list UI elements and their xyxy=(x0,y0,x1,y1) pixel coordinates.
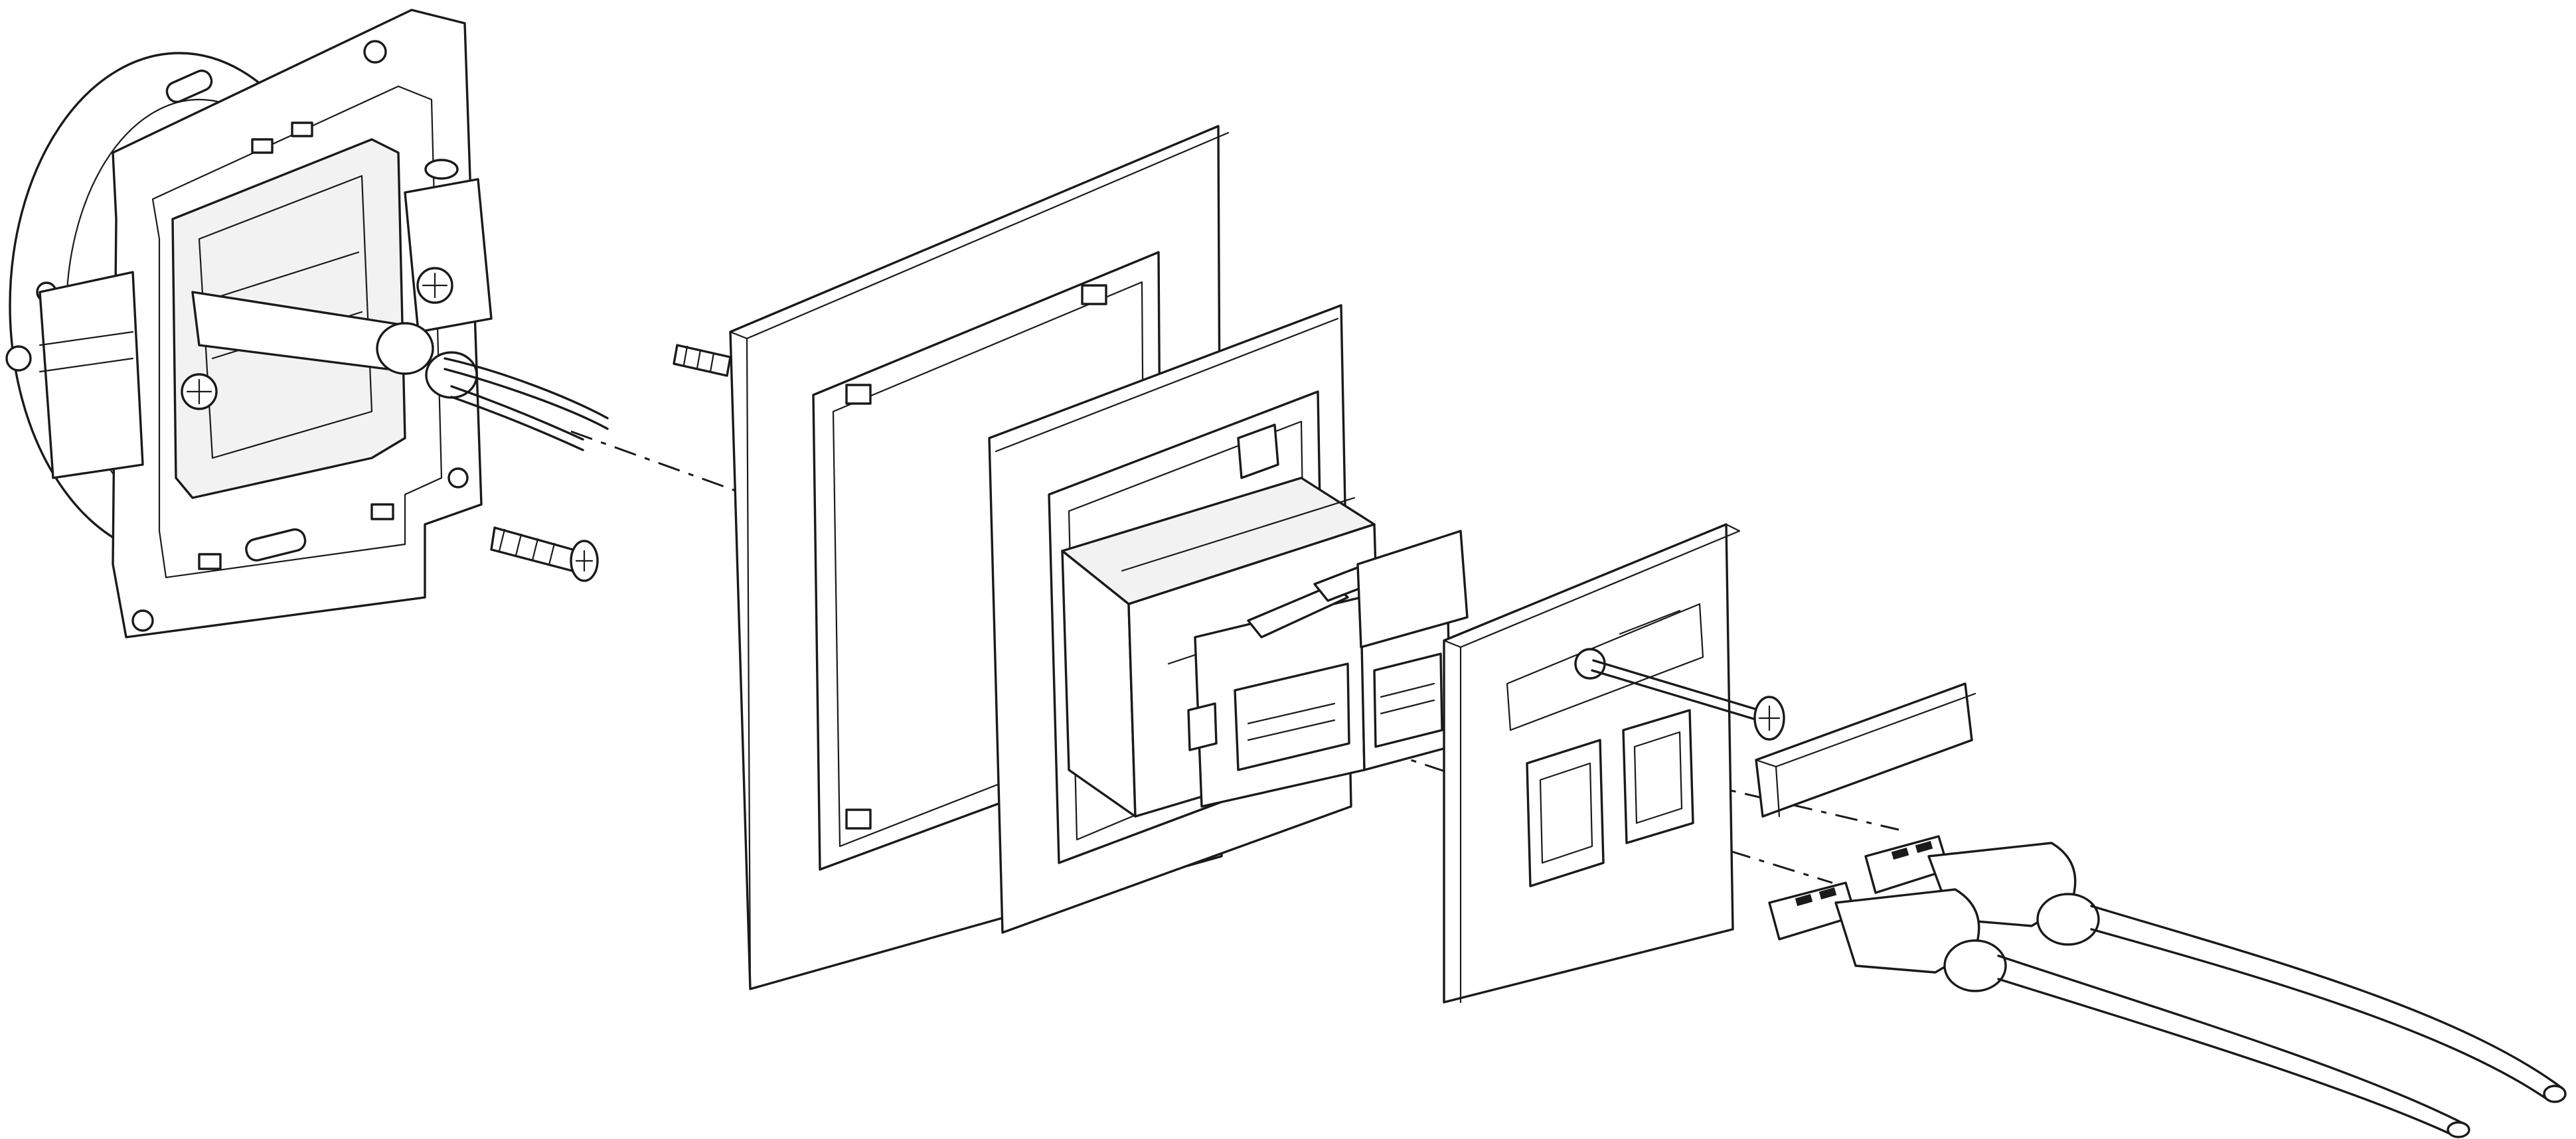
frame-tab xyxy=(251,138,274,154)
fixing-screw-short xyxy=(673,344,732,377)
plate-screw xyxy=(1591,659,1785,741)
wire-upper xyxy=(443,357,609,419)
label-strip xyxy=(1755,682,1976,818)
front-plate xyxy=(1443,523,1741,1004)
wire-lower xyxy=(450,385,584,441)
usb-cable-upper xyxy=(2090,905,2564,1090)
box-ear-left xyxy=(5,345,32,372)
claw-right xyxy=(404,178,493,333)
fixing-screw-long xyxy=(490,526,599,582)
frame-hole-bottom xyxy=(131,609,154,632)
usb-cable-lower xyxy=(1997,954,2468,1126)
metal-frame-opening xyxy=(151,85,443,579)
latch-clip-left xyxy=(1247,583,1349,639)
usb-plug-lower-strain-relief xyxy=(1943,939,2007,992)
usb-module-pair xyxy=(1061,477,1469,818)
frame-hole-top xyxy=(363,40,387,64)
cable-gland xyxy=(376,322,434,375)
claw-left xyxy=(39,271,144,479)
frame-slot-top xyxy=(165,69,213,104)
label-window xyxy=(1506,603,1704,731)
usb-plug-upper-strain-relief xyxy=(2036,893,2100,946)
usb-plug-lower xyxy=(1768,881,2470,1138)
usb-aperture-right xyxy=(1622,709,1694,844)
frame-slot-bottom xyxy=(245,528,307,562)
cable-with-wires xyxy=(191,291,609,451)
